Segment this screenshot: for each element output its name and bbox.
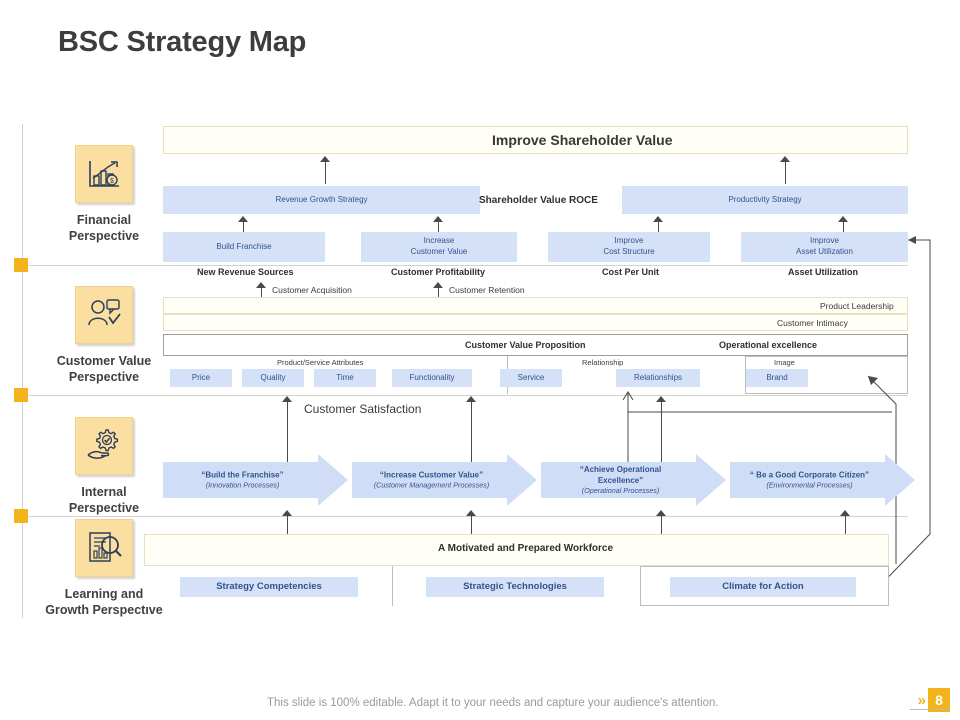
label-customer-retention: Customer Retention <box>449 285 525 295</box>
timeline-spine <box>22 124 23 618</box>
driver-build-franchise[interactable]: Build Franchise <box>163 232 325 262</box>
divider-financial <box>22 265 908 266</box>
arrow-learning-to-process-2 <box>466 510 477 538</box>
relationship-service[interactable]: Service <box>500 369 562 387</box>
chevron-right-icon: » <box>917 691 927 709</box>
section-marker-financial <box>14 258 28 272</box>
customer-feedback-icon <box>75 286 133 344</box>
process-subtitle: (Innovation Processes) <box>205 480 280 490</box>
arrow-internal-to-customer-1 <box>282 396 293 475</box>
header-customer-value-proposition: Customer Value Proposition <box>465 340 586 350</box>
attribute-price[interactable]: Price <box>170 369 232 387</box>
process-title: “Build the Franchise” <box>201 470 284 480</box>
label-product-service-attributes: Product/Service Attributes <box>277 358 364 367</box>
attribute-quality[interactable]: Quality <box>242 369 304 387</box>
workforce-banner[interactable] <box>144 534 889 566</box>
page-underline <box>910 709 950 710</box>
process-be-a-good-corporate-citizen[interactable]: “ Be a Good Corporate Citizen” (Environm… <box>730 454 915 506</box>
label-customer-intimacy: Customer Intimacy <box>777 318 848 328</box>
learning-item-strategic-technologies[interactable]: Strategic Technologies <box>426 577 604 597</box>
process-subtitle: (Operational Processes) <box>581 486 660 496</box>
attribute-functionality[interactable]: Functionality <box>392 369 472 387</box>
arrow-build-franchise-up <box>238 216 249 237</box>
document-search-icon <box>75 519 133 577</box>
strategy-revenue-growth[interactable]: Revenue Growth Strategy <box>163 186 480 214</box>
shareholder-value-banner-label: Improve Shareholder Value <box>492 132 673 148</box>
footer-note: This slide is 100% editable. Adapt it to… <box>267 697 719 709</box>
workforce-banner-label: A Motivated and Prepared Workforce <box>438 543 614 554</box>
divider-internal <box>22 516 908 517</box>
arrow-learning-to-process-3 <box>656 510 667 538</box>
page-title: BSC Strategy Map <box>58 26 307 58</box>
section-marker-customer <box>14 388 28 402</box>
process-increase-customer-value[interactable]: “Increase Customer Value” (Customer Mana… <box>352 454 537 506</box>
process-build-the-franchise[interactable]: “Build the Franchise” (Innovation Proces… <box>163 454 348 506</box>
page-indicator: » 8 <box>918 688 950 712</box>
hand-gear-icon <box>75 417 133 475</box>
row-customer-intimacy[interactable] <box>163 314 908 331</box>
caption-asset-utilization: Asset Utilization <box>788 267 859 277</box>
label-product-leadership: Product Leadership <box>820 301 894 311</box>
arrow-internal-to-customer-3 <box>656 396 667 475</box>
image-brand[interactable]: Brand <box>746 369 808 387</box>
process-subtitle: (Environmental Processes) <box>766 480 853 490</box>
shareholder-value-banner[interactable] <box>163 126 908 154</box>
arrow-customer-acquisition <box>256 282 267 299</box>
process-title: “Achieve Operational Excellence” <box>579 464 662 485</box>
process-achieve-operational-excellence[interactable]: “Achieve Operational Excellence” (Operat… <box>541 454 726 506</box>
arrow-productivity-to-banner <box>780 156 791 184</box>
growth-chart-icon: $ <box>75 145 133 203</box>
learning-item-climate-for-action[interactable]: Climate for Action <box>670 577 856 597</box>
arrow-increase-value-up <box>433 216 444 237</box>
arrow-internal-to-customer-2 <box>466 396 477 475</box>
label-image: Image <box>774 358 795 367</box>
learning-item-strategy-competencies[interactable]: Strategy Competencies <box>180 577 358 597</box>
attribute-time[interactable]: Time <box>314 369 376 387</box>
page-number: 8 <box>928 688 950 712</box>
label-relationship: Relationship <box>582 358 624 367</box>
section-marker-internal <box>14 509 28 523</box>
label-customer-acquisition: Customer Acquisition <box>272 285 352 295</box>
strategy-productivity[interactable]: Productivity Strategy <box>622 186 908 214</box>
arrow-asset-util-up <box>838 216 849 237</box>
arrow-learning-to-process-1 <box>282 510 293 538</box>
process-subtitle: (Customer Management Processes) <box>373 480 490 490</box>
feedback-loops-right <box>867 236 931 597</box>
divider-customer <box>22 395 908 396</box>
shareholder-value-roce-label: Shareholder Value ROCE <box>479 195 598 206</box>
row-value-proposition-headers[interactable] <box>163 334 908 356</box>
svg-text:$: $ <box>110 178 114 185</box>
process-title: “ Be a Good Corporate Citizen” <box>749 470 870 480</box>
process-title: “Increase Customer Value” <box>379 470 484 480</box>
caption-customer-profitability: Customer Profitability <box>391 267 486 277</box>
row-product-leadership[interactable] <box>163 297 908 314</box>
arrow-customer-retention <box>433 282 444 299</box>
caption-new-revenue-sources: New Revenue Sources <box>197 267 294 277</box>
relationship-relationships[interactable]: Relationships <box>616 369 700 387</box>
label-customer-satisfaction: Customer Satisfaction <box>304 402 422 416</box>
caption-cost-per-unit: Cost Per Unit <box>602 267 660 277</box>
arrow-cost-structure-up <box>653 216 664 237</box>
arrow-learning-to-process-4 <box>840 510 851 538</box>
arrow-revenue-to-banner <box>320 156 331 184</box>
header-operational-excellence: Operational excellence <box>719 340 818 350</box>
